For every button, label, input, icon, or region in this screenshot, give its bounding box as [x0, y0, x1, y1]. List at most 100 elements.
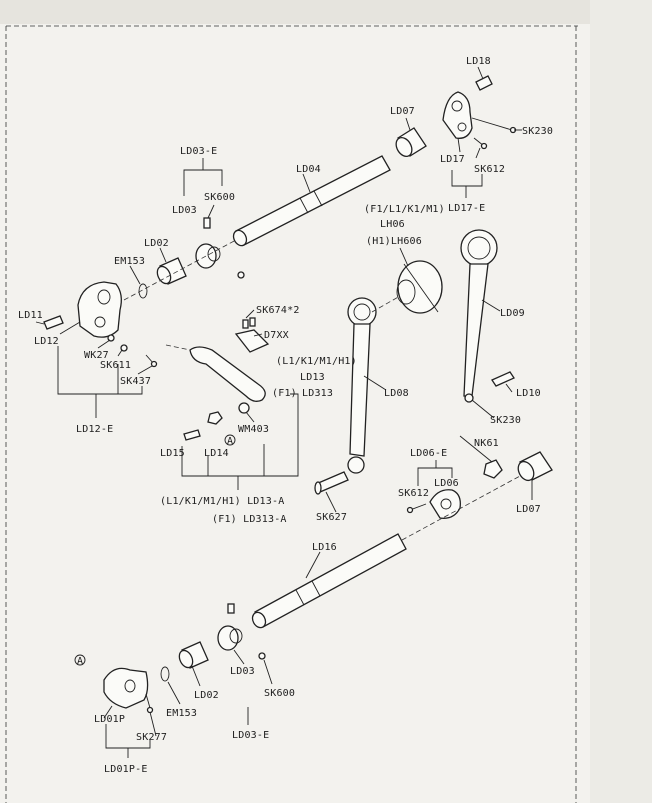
label-nk61: NK61 — [474, 438, 499, 449]
label-sk230-top: SK230 — [522, 126, 553, 137]
collar-ld03-bot — [217, 603, 266, 660]
label-ld03-e-bot: LD03-E — [232, 730, 269, 741]
bracket-ld17-e — [451, 170, 483, 198]
ref-marker-a-mid-label: A — [227, 436, 233, 447]
bracket-ld12-e — [57, 346, 143, 418]
leader-lines — [35, 66, 533, 737]
label-wk27: WK27 — [84, 350, 109, 361]
label-ld12-e: LD12-E — [76, 424, 113, 435]
label-sk612-top: SK612 — [474, 164, 505, 175]
label-ld06: LD06 — [434, 478, 459, 489]
pin-ld11 — [43, 315, 64, 330]
label-ld03-e-top: LD03-E — [180, 146, 217, 157]
label-wm403: WM403 — [238, 424, 269, 435]
label-ld09: LD09 — [500, 308, 525, 319]
label-em153-bot: EM153 — [166, 708, 197, 719]
screw-sk627 — [314, 471, 349, 495]
label-ld12: LD12 — [34, 336, 59, 347]
screw-sk437 — [145, 354, 158, 368]
axis-line-bottom — [401, 475, 521, 541]
label-ld313-a: (F1) LD313-A — [212, 514, 287, 525]
ref-marker-a-bot-label: A — [77, 656, 83, 667]
label-ld13: LD13 — [300, 372, 325, 383]
label-ld08: LD08 — [384, 388, 409, 399]
scan-right-margin — [590, 0, 652, 803]
ref-a-bot: A — [74, 654, 86, 667]
washer-em153-bot — [160, 666, 170, 682]
shaft-ld16 — [251, 533, 407, 629]
label-ld02-top: LD02 — [144, 238, 169, 249]
washer-wm403 — [238, 402, 250, 414]
label-d7xx: D7XX — [264, 330, 289, 341]
label-ld13-a: (L1/K1/M1/H1) LD13-A — [160, 496, 284, 507]
label-ld17: LD17 — [440, 154, 465, 165]
screw-sk611 — [120, 344, 128, 352]
collar-ld03-top — [195, 217, 245, 279]
label-ld01p: LD01P — [94, 714, 125, 725]
nut-ld14 — [207, 411, 223, 425]
bushing-ld07-top — [395, 127, 427, 157]
label-f1-l1-k1-m1: (F1/L1/K1/M1) — [364, 204, 445, 215]
label-h1-lh606: (H1)LH606 — [366, 236, 422, 247]
crank-ld01p — [103, 667, 154, 714]
label-ld07-top: LD07 — [390, 106, 415, 117]
link-ld13 — [165, 344, 266, 402]
pin-ld10 — [491, 371, 515, 387]
label-sk600-top: SK600 — [204, 192, 235, 203]
label-ld06-e: LD06-E — [410, 448, 447, 459]
label-ld17-e: LD17-E — [448, 203, 485, 214]
label-ld10: LD10 — [516, 388, 541, 399]
crank-ld17 — [442, 91, 473, 139]
bracket-d7xx — [234, 317, 270, 353]
label-sk600-bot: SK600 — [264, 688, 295, 699]
label-ld04: LD04 — [296, 164, 321, 175]
label-sk277: SK277 — [136, 732, 167, 743]
crank-ld12 — [77, 281, 122, 338]
scan-header-strip — [0, 0, 652, 24]
screw-ld15 — [183, 429, 201, 441]
label-sk612-mid: SK612 — [398, 488, 429, 499]
label-f1: (F1) — [272, 388, 297, 399]
label-ld03-bot: LD03 — [230, 666, 255, 677]
eccentric-lh06 — [396, 260, 443, 314]
label-ld01p-e: LD01P-E — [104, 764, 148, 775]
washer-em153-top — [138, 283, 148, 299]
label-ld07-bot: LD07 — [516, 504, 541, 515]
label-sk674: SK674*2 — [256, 305, 300, 316]
label-sk230-mid: SK230 — [490, 415, 521, 426]
rod-ld09 — [460, 229, 498, 403]
screw-wk27 — [107, 334, 115, 342]
axis-line-top — [123, 239, 237, 301]
label-sk611: SK611 — [100, 360, 131, 371]
label-lh06: LH06 — [380, 219, 405, 230]
label-sk627: SK627 — [316, 512, 347, 523]
bracket-ld13-a — [181, 393, 299, 490]
label-ld11: LD11 — [18, 310, 43, 321]
label-ld14: LD14 — [204, 448, 229, 459]
dashed-frame — [5, 25, 578, 803]
label-ld16: LD16 — [312, 542, 337, 553]
part-labels: LD18 SK230 LD07 LD17 SK612 LD17-E LD03-E… — [18, 56, 553, 775]
bracket-ld01p-e — [105, 724, 151, 758]
rod-ld08 — [347, 295, 401, 474]
shaft-ld04 — [232, 155, 391, 247]
label-ld18: LD18 — [466, 56, 491, 67]
label-ld313: LD313 — [302, 388, 333, 399]
bracket-ld06-e — [417, 460, 453, 486]
nut-nk61 — [483, 459, 503, 479]
ref-a-mid: A — [224, 434, 236, 447]
screw-sk612-mid — [406, 503, 427, 514]
label-ld15: LD15 — [160, 448, 185, 459]
bushing-ld07-bot — [517, 451, 553, 482]
label-ld02-bot: LD02 — [194, 690, 219, 701]
pin-ld18 — [475, 75, 493, 91]
label-l1k1m1h1: (L1/K1/M1/H1) — [276, 356, 357, 367]
crank-ld06 — [429, 489, 461, 519]
bracket-ld03-e-top — [183, 158, 223, 196]
label-sk437: SK437 — [120, 376, 151, 387]
label-em153-top: EM153 — [114, 256, 145, 267]
screw-sk612-top — [473, 137, 488, 150]
